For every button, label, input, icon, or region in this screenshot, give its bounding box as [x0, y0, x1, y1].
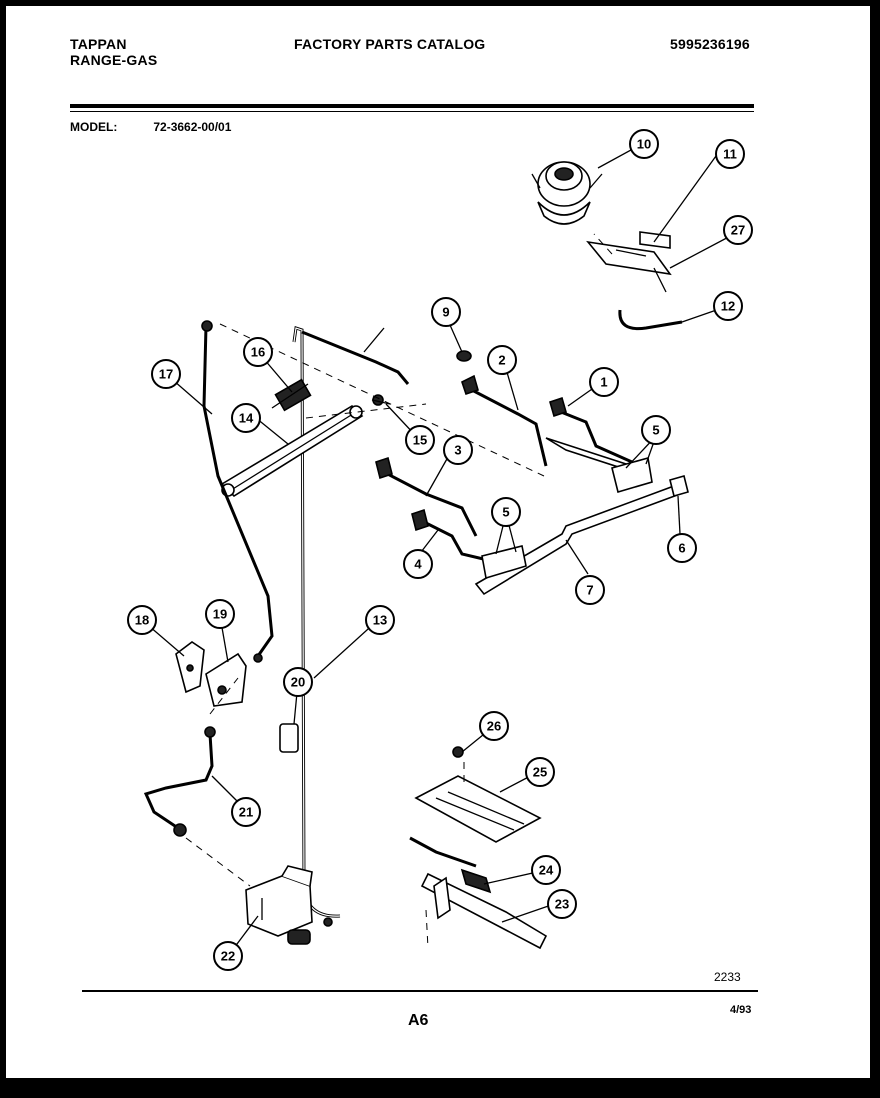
- svg-text:7: 7: [586, 583, 593, 598]
- callout-5-lower: 5: [491, 497, 521, 527]
- callout-27: 27: [723, 215, 753, 245]
- callout-20: 20: [283, 667, 313, 697]
- svg-text:16: 16: [251, 345, 265, 360]
- callout-1: 1: [589, 367, 619, 397]
- svg-text:15: 15: [413, 433, 427, 448]
- part-20-drawing: [279, 723, 299, 753]
- svg-text:25: 25: [533, 765, 547, 780]
- callout-21: 21: [231, 797, 261, 827]
- svg-text:23: 23: [555, 897, 569, 912]
- part-23-24-drawing: [409, 836, 548, 950]
- callout-15: 15: [405, 425, 435, 455]
- model-line: MODEL: 72-3662-00/01: [70, 120, 231, 134]
- header-rule-thin: [70, 111, 754, 112]
- page-number: A6: [408, 1012, 429, 1029]
- part-22-drawing: [245, 865, 313, 945]
- svg-text:17: 17: [159, 367, 173, 382]
- callout-10: 10: [629, 129, 659, 159]
- callout-25: 25: [525, 757, 555, 787]
- exploded-parts-diagram: 1 2 3 4 5 5 6 7 9 10 11 12 13 14 15 16 1…: [127, 129, 753, 971]
- model-label: MODEL:: [70, 120, 118, 134]
- manifold-assembly-drawing: [375, 350, 689, 596]
- header-rule: [70, 104, 754, 108]
- callout-4: 4: [403, 549, 433, 579]
- callout-23: 23: [547, 889, 577, 919]
- callout-12: 12: [713, 291, 743, 321]
- svg-text:2: 2: [498, 353, 505, 368]
- svg-text:19: 19: [213, 607, 227, 622]
- svg-text:26: 26: [487, 719, 501, 734]
- svg-text:13: 13: [373, 613, 387, 628]
- svg-text:18: 18: [135, 613, 149, 628]
- callout-7: 7: [575, 575, 605, 605]
- svg-text:11: 11: [723, 147, 737, 162]
- svg-text:20: 20: [291, 675, 305, 690]
- svg-text:14: 14: [239, 411, 254, 426]
- callout-26: 26: [479, 711, 509, 741]
- callout-9: 9: [431, 297, 461, 327]
- part-10-drawing: [531, 161, 603, 225]
- svg-text:3: 3: [454, 443, 461, 458]
- catalog-title: FACTORY PARTS CATALOG: [294, 36, 486, 52]
- revision-date: 4/93: [730, 1004, 752, 1016]
- svg-text:9: 9: [442, 305, 449, 320]
- svg-text:12: 12: [721, 299, 735, 314]
- model-number: 72-3662-00/01: [153, 120, 232, 134]
- svg-text:6: 6: [678, 541, 685, 556]
- assembly-guide-lines: [185, 233, 613, 949]
- svg-text:22: 22: [221, 949, 235, 964]
- part-26-drawing: [452, 746, 464, 758]
- svg-text:24: 24: [539, 863, 554, 878]
- product-type: RANGE-GAS: [70, 52, 158, 68]
- callout-18: 18: [127, 605, 157, 635]
- footer-rule: [82, 990, 758, 992]
- part-14-drawing: [220, 404, 364, 498]
- drawing-ref-number: 2233: [714, 970, 741, 984]
- svg-text:5: 5: [652, 423, 659, 438]
- callout-5-upper: 5: [641, 415, 671, 445]
- callout-2: 2: [487, 345, 517, 375]
- part-21-drawing: [143, 726, 216, 837]
- part-25-drawing: [414, 775, 542, 843]
- brand-block: TAPPAN RANGE-GAS: [70, 36, 157, 68]
- catalog-number: 5995236196: [670, 36, 750, 52]
- svg-text:4: 4: [414, 557, 422, 572]
- svg-text:21: 21: [239, 805, 253, 820]
- callout-11: 11: [715, 139, 745, 169]
- svg-text:1: 1: [600, 375, 607, 390]
- callout-17: 17: [151, 359, 181, 389]
- callout-3: 3: [443, 435, 473, 465]
- part-18-19-drawing: [175, 641, 247, 707]
- part-17-drawing: [201, 320, 274, 663]
- callout-22: 22: [213, 941, 243, 971]
- svg-text:5: 5: [502, 505, 509, 520]
- svg-text:27: 27: [731, 223, 745, 238]
- callout-13: 13: [365, 605, 395, 635]
- part-12-drawing: [618, 309, 683, 331]
- callout-6: 6: [667, 533, 697, 563]
- svg-text:10: 10: [637, 137, 651, 152]
- part-16-drawing: [271, 327, 410, 412]
- callout-16: 16: [243, 337, 273, 367]
- callout-24: 24: [531, 855, 561, 885]
- brand-name: TAPPAN: [70, 36, 127, 52]
- callout-14: 14: [231, 403, 261, 433]
- callout-19: 19: [205, 599, 235, 629]
- parts-catalog-page: TAPPAN RANGE-GAS FACTORY PARTS CATALOG 5…: [6, 6, 870, 1078]
